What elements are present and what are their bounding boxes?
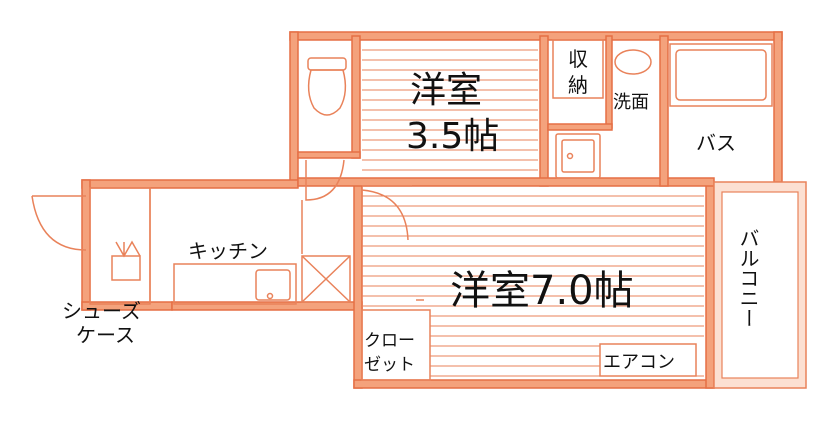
shoe-case-label-2: ケース [76,323,135,347]
aircon-label: エアコン [603,352,675,373]
small-room-size: 3.5帖 [406,116,499,157]
interior-lines [31,39,773,381]
large-room-label: 洋室7.0帖 [450,268,634,314]
storage-label-1: 収 [568,47,588,71]
floor-stripes-large-room [362,195,704,377]
balcony-label: バルコニー [736,228,760,328]
closet-label-1: クロー [364,331,415,351]
walls [81,31,783,389]
balcony [713,181,807,389]
floor-stripes-small-room [362,49,538,171]
shoe-case-label-1: シューズ [62,299,141,323]
storage-label-2: 納 [568,73,588,97]
closet-label-2: ゼット [364,355,415,375]
bath-label: バス [696,131,736,155]
washroom-label: 洗面 [613,92,649,113]
shoe-case-icon [115,240,141,258]
small-room-title: 洋室 [410,70,482,111]
kitchen-label: キッチン [188,239,268,263]
